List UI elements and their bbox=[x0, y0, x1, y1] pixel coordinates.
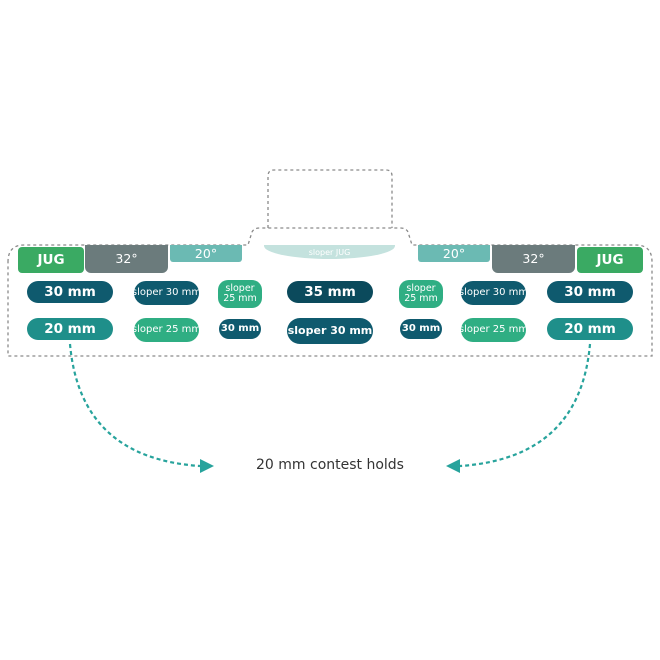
arrow-left-head bbox=[200, 459, 214, 473]
jug-left: JUG bbox=[18, 247, 84, 273]
board-outline bbox=[7, 227, 653, 357]
hold-sloper30-left: sloper 30 mm bbox=[132, 281, 201, 305]
hold-35mm: 35 mm bbox=[287, 281, 373, 303]
hold-sloper25-left: sloper 25 mm bbox=[132, 318, 201, 342]
angle-32-right: 32° bbox=[492, 245, 575, 273]
arrow-right-icon bbox=[459, 343, 592, 468]
arrow-right-head bbox=[446, 459, 460, 473]
hold-sloper25-right-top: sloper 25 mm bbox=[399, 280, 443, 308]
top-panel-outline bbox=[267, 169, 393, 228]
hold-sloper25-left-top: sloper 25 mm bbox=[218, 280, 262, 308]
hold-20mm-right: 20 mm bbox=[547, 318, 633, 340]
hold-20mm-left: 20 mm bbox=[27, 318, 113, 340]
arrow-left-icon bbox=[68, 343, 201, 468]
hold-sloper30-center: sloper 30 mm bbox=[287, 318, 373, 344]
angle-20-left: 20° bbox=[170, 245, 242, 262]
hold-30mm-right-small: 30 mm bbox=[400, 319, 442, 339]
hold-30mm-right: 30 mm bbox=[547, 281, 633, 303]
sloper-jug: sloper JUG bbox=[264, 245, 395, 259]
hold-sloper25-right: sloper 25 mm bbox=[459, 318, 528, 342]
jug-right: JUG bbox=[577, 247, 643, 273]
hold-30mm-left: 30 mm bbox=[27, 281, 113, 303]
caption-contest-holds: 20 mm contest holds bbox=[256, 457, 404, 473]
angle-20-right: 20° bbox=[418, 245, 490, 262]
hold-30mm-left-small: 30 mm bbox=[219, 319, 261, 339]
hold-sloper30-right: sloper 30 mm bbox=[459, 281, 528, 305]
angle-32-left: 32° bbox=[85, 245, 168, 273]
